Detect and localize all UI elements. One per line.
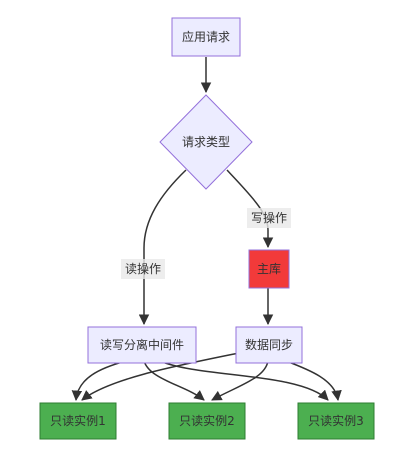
edge-sync-to-replica2 (211, 360, 269, 401)
edge-label-write: 写操作 (247, 208, 291, 228)
edge-type-to-master (226, 169, 274, 249)
edges (71, 57, 342, 402)
edge-middleware-to-replica3 (159, 360, 329, 401)
node-request-type: 请求类型 (159, 94, 253, 190)
node-data-sync: 数据同步 (235, 326, 303, 364)
edge-sync-to-replica1 (81, 351, 245, 401)
node-replica-3: 只读实例3 (297, 402, 375, 440)
node-rw-middleware: 读写分离中间件 (87, 326, 197, 364)
node-master-db: 主库 (248, 249, 290, 289)
node-rw-middleware-label: 读写分离中间件 (100, 337, 184, 352)
edge-label-read: 读操作 (121, 259, 165, 279)
edge-type-to-middleware (138, 169, 187, 326)
node-app-request-label: 应用请求 (182, 29, 230, 44)
edge-label-write-text: 写操作 (251, 210, 287, 225)
node-replica-3-label: 只读实例3 (308, 413, 364, 428)
edge-middleware-to-replica2 (143, 360, 205, 401)
node-app-request: 应用请求 (171, 17, 241, 57)
edge-middleware-to-replica1 (71, 360, 127, 402)
node-replica-1: 只读实例1 (39, 402, 117, 440)
edge-sync-to-replica3 (285, 360, 342, 402)
node-replica-2-label: 只读实例2 (179, 413, 235, 428)
node-data-sync-label: 数据同步 (245, 337, 293, 352)
node-master-db-label: 主库 (257, 261, 281, 276)
node-replica-2: 只读实例2 (168, 402, 246, 440)
edge-label-read-text: 读操作 (125, 261, 161, 276)
node-request-type-label: 请求类型 (182, 135, 230, 149)
node-replica-1-label: 只读实例1 (50, 413, 106, 428)
